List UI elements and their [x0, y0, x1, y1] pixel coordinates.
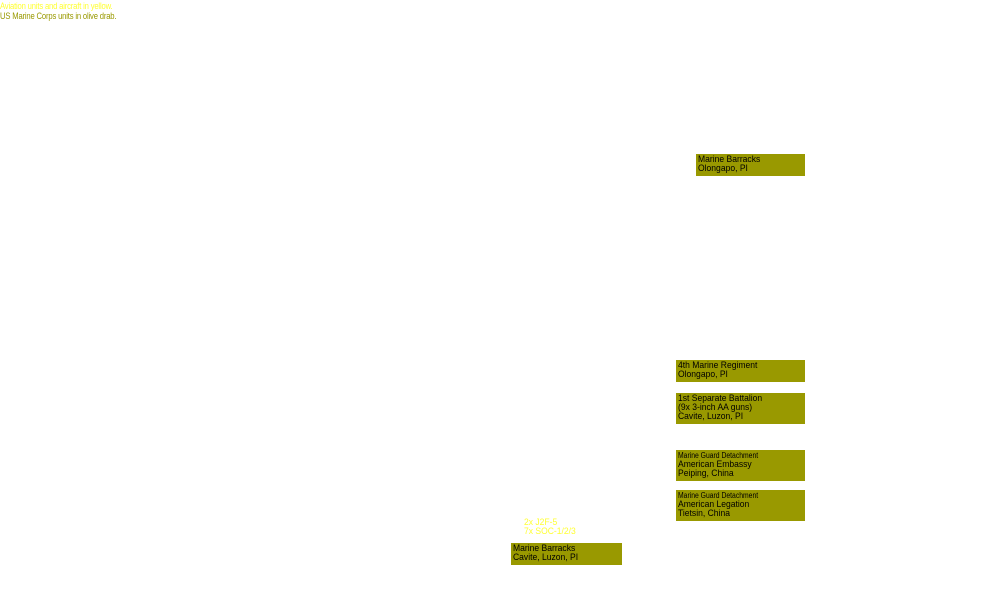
unit-location: Cavite, Luzon, PI — [678, 411, 744, 422]
unit-box-marine-barracks-olongapo: Marine Barracks Olongapo, PI — [696, 154, 805, 176]
unit-location: Cavite, Luzon, PI — [513, 552, 579, 563]
unit-name: Marine Guard Detachment — [678, 491, 759, 500]
aircraft-item: 7x SOC-1/2/3 — [524, 526, 576, 537]
legend-aviation: Aviation units and aircraft in yellow. — [0, 1, 113, 11]
unit-location: Olongapo, PI — [698, 163, 748, 174]
unit-location: Tietsin, China — [678, 508, 730, 519]
unit-post: American Legation — [678, 499, 750, 510]
legend: Aviation units and aircraft in yellow. U… — [0, 1, 117, 21]
aircraft-item: 2x J2F-5 — [524, 517, 558, 528]
unit-post: American Embassy — [678, 459, 752, 470]
unit-name: 1st Separate Battalion — [678, 393, 763, 404]
unit-box-marine-guard-tientsin: Marine Guard Detachment American Legatio… — [676, 490, 805, 521]
unit-name: 4th Marine Regiment — [678, 360, 758, 371]
legend-usmc: US Marine Corps units in olive drab. — [0, 11, 117, 21]
unit-name: Marine Barracks — [698, 154, 761, 165]
unit-box-4th-marine-regiment: 4th Marine Regiment Olongapo, PI — [676, 360, 805, 382]
aircraft-list-cavite: 2x J2F-5 7x SOC-1/2/3 — [524, 517, 582, 537]
unit-equipment: (9x 3-inch AA guns) — [678, 402, 753, 413]
unit-location: Peiping, China — [678, 468, 734, 479]
unit-box-marine-guard-peiping: Marine Guard Detachment American Embassy… — [676, 450, 805, 481]
unit-box-marine-barracks-cavite: Marine Barracks Cavite, Luzon, PI — [511, 543, 622, 565]
unit-name: Marine Guard Detachment — [678, 451, 759, 460]
unit-name: Marine Barracks — [513, 543, 576, 554]
unit-box-1st-separate-battalion: 1st Separate Battalion (9x 3-inch AA gun… — [676, 393, 805, 424]
unit-location: Olongapo, PI — [678, 369, 728, 380]
